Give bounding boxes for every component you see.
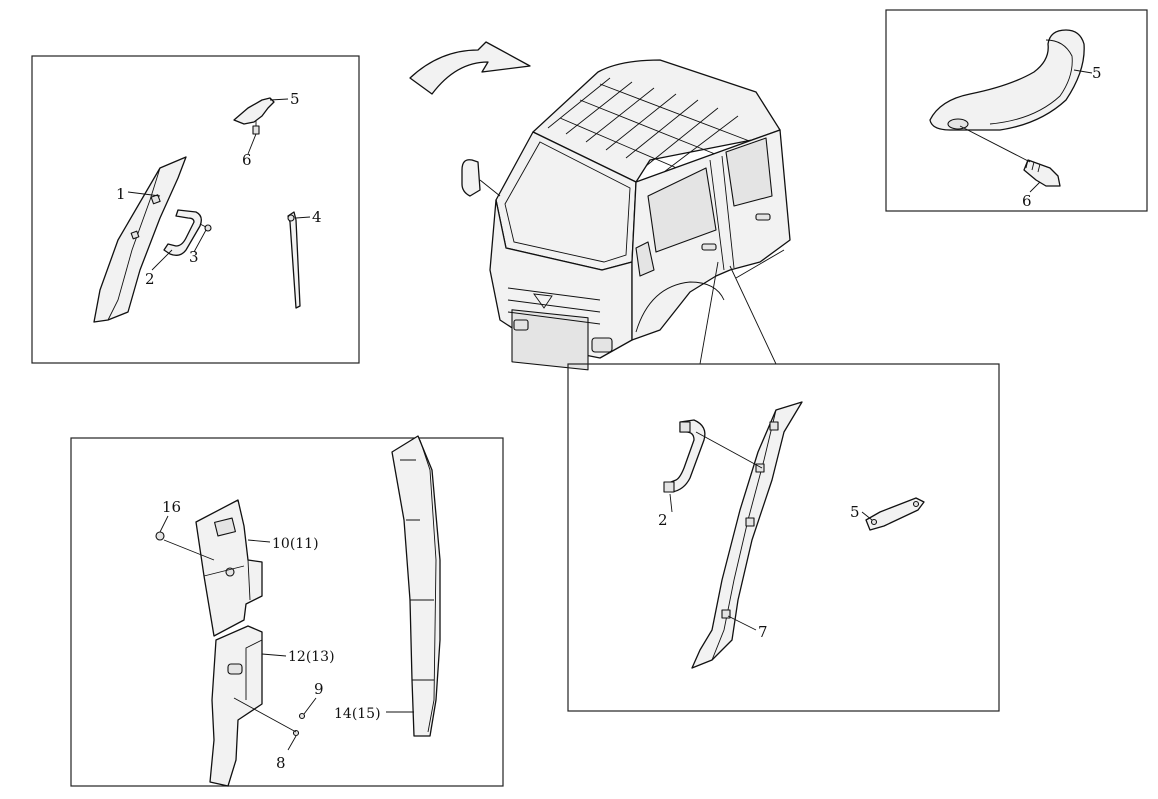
part-4-strip xyxy=(287,211,301,309)
panel-a-pillar-right: 2 5 7 xyxy=(567,363,1000,712)
callout-3: 3 xyxy=(189,248,199,266)
part-14-15-long-pillar xyxy=(391,435,441,737)
callout-6: 6 xyxy=(1022,192,1032,210)
callout-1: 1 xyxy=(116,185,126,203)
truck-cab-illustration xyxy=(461,59,791,371)
part-2-grab-handle xyxy=(163,209,202,256)
part-9-clip xyxy=(298,712,306,720)
leader-cab-to-panel-d xyxy=(699,261,719,365)
part-7-pillar-trim xyxy=(691,401,803,669)
callout-5: 5 xyxy=(290,90,300,108)
leader-cab-to-panel-d-2 xyxy=(729,265,777,365)
part-3-screw xyxy=(204,224,212,232)
callout-7: 7 xyxy=(758,623,768,641)
part-6-bolt-large xyxy=(1023,159,1061,187)
part-12-13-lower-trim xyxy=(209,625,263,787)
callout-16: 16 xyxy=(162,498,181,516)
part-16-clip xyxy=(155,531,165,541)
callout-14-15: 14(15) xyxy=(334,706,381,722)
panel-grab-handle-detail: 5 6 xyxy=(885,9,1148,212)
panel-frame xyxy=(31,55,360,364)
panel-b-pillar-trims: 16 10(11) 12(13) 9 8 14(15) xyxy=(70,435,504,787)
panel-frame xyxy=(567,363,1000,712)
part-5-small-handle xyxy=(865,497,925,531)
callout-5: 5 xyxy=(1092,64,1102,82)
part-1-pillar-trim xyxy=(93,156,187,323)
callout-2: 2 xyxy=(145,270,155,288)
callout-8: 8 xyxy=(276,754,286,772)
part-6-bolt xyxy=(252,125,260,135)
callout-6: 6 xyxy=(242,151,252,169)
callout-12-13: 12(13) xyxy=(288,649,335,665)
callout-4: 4 xyxy=(312,208,322,226)
callout-2: 2 xyxy=(658,511,668,529)
callout-9: 9 xyxy=(314,680,324,698)
direction-arrow xyxy=(409,41,531,95)
callout-10-11: 10(11) xyxy=(272,536,319,552)
panel-a-pillar-left: 1 2 3 4 5 6 xyxy=(31,55,360,364)
part-5-small-handle xyxy=(233,97,275,125)
callout-5: 5 xyxy=(850,503,860,521)
part-5-handle-large xyxy=(929,29,1085,131)
panel-frame xyxy=(885,9,1148,212)
panel-frame xyxy=(70,437,504,787)
